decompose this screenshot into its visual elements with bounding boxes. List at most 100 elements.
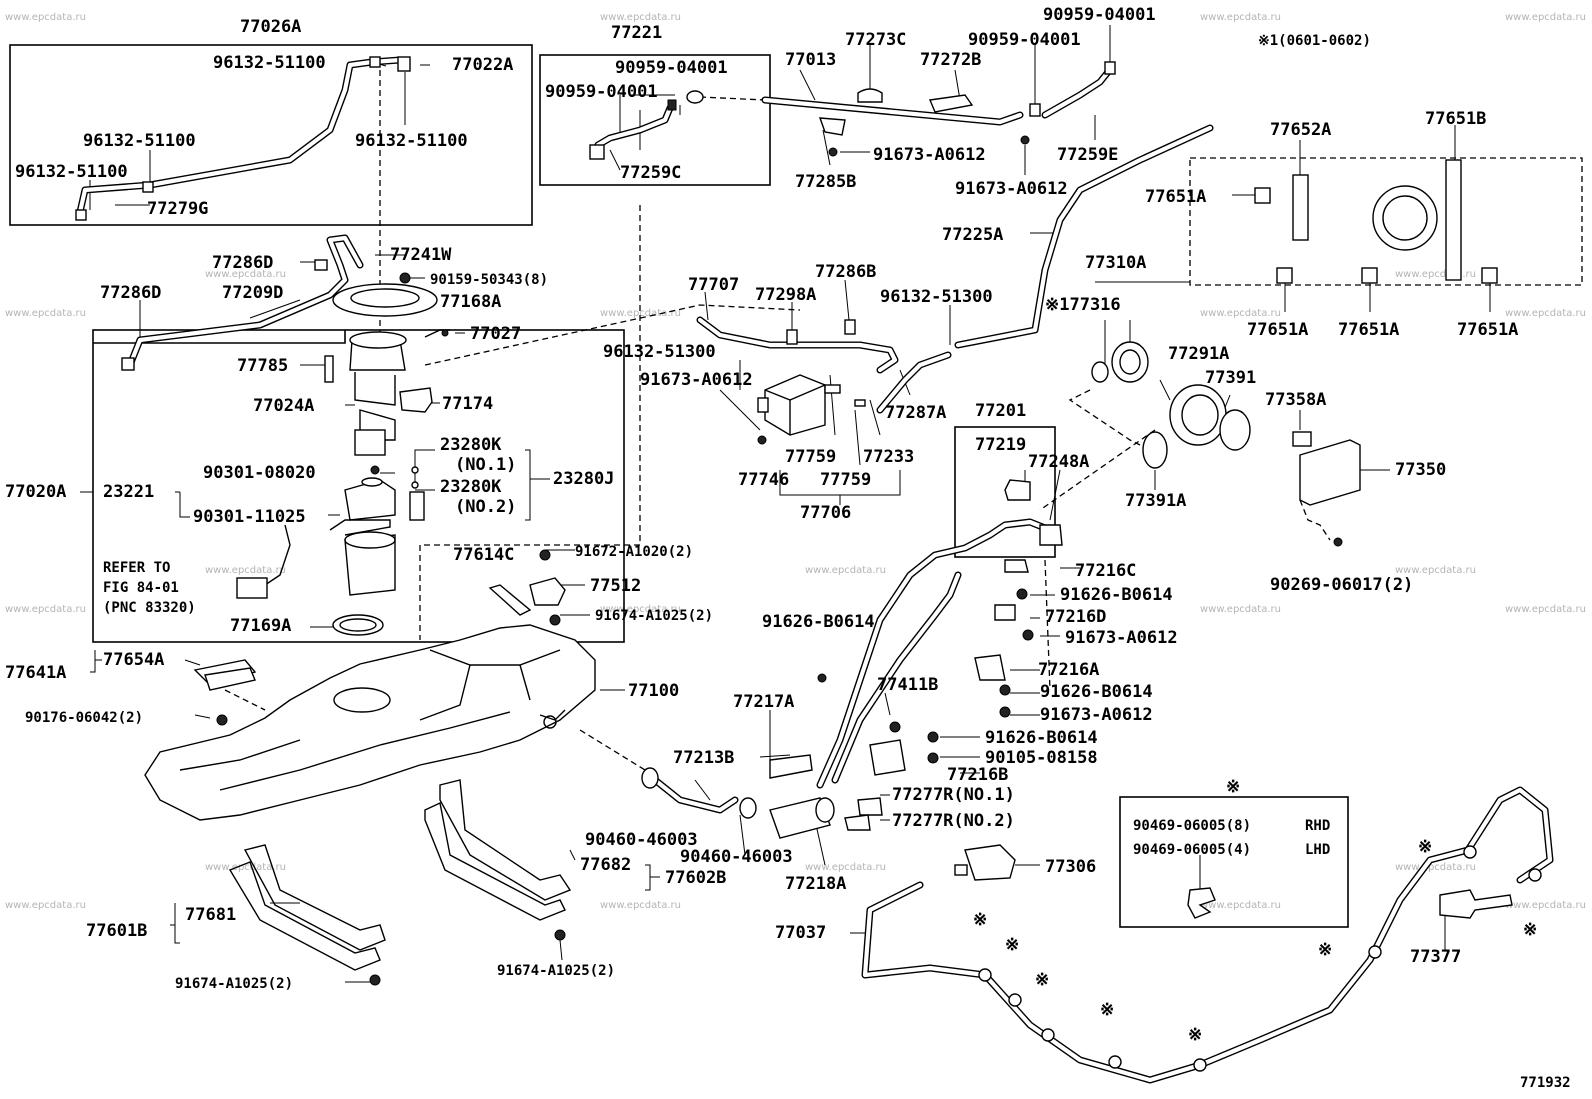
connector-77785 xyxy=(324,355,334,383)
label-part-number: 77746 xyxy=(738,470,789,490)
rhd-lhd-mark: ※ xyxy=(1226,777,1240,797)
label-part-number: (NO.2) xyxy=(455,497,516,517)
pad-77651A xyxy=(1254,187,1271,204)
label-part-number: 77218A xyxy=(785,874,846,894)
diagram-number: 771932 xyxy=(1520,1075,1571,1091)
cap-77316 xyxy=(1111,341,1149,383)
clamp xyxy=(1104,61,1116,75)
label-part-number: (NO.1) xyxy=(455,455,516,475)
label-part-number: 91673-A0612 xyxy=(1040,705,1153,725)
label-part-number: 77100 xyxy=(628,681,679,701)
label-part-number: 77759 xyxy=(785,447,836,467)
spring-77358A xyxy=(1292,431,1312,447)
label-part-number: 96132-51300 xyxy=(880,287,993,307)
label-part-number: 77651B xyxy=(1425,109,1486,129)
part-labels: 77026A 96132-51100 77022A 96132-51100 96… xyxy=(5,5,1518,992)
box-77221 xyxy=(539,54,771,186)
label-part-number: 77037 xyxy=(775,923,826,943)
fuel-door-77350 xyxy=(1299,439,1361,506)
clip-77286B xyxy=(844,319,856,335)
clamp-77219 xyxy=(1004,479,1031,501)
clip-90301-08020 xyxy=(370,465,380,475)
parts xyxy=(75,56,1554,1084)
label-part-number: 77654A xyxy=(103,650,164,670)
label-part-number: 77512 xyxy=(590,576,641,596)
strap-77602B xyxy=(439,779,572,901)
label-part-number: 77013 xyxy=(785,50,836,70)
label-part-number: 96132-51100 xyxy=(83,131,196,151)
bracket-77216C xyxy=(1004,559,1029,573)
cable-mark: ※ xyxy=(1418,837,1432,857)
clip xyxy=(369,56,381,68)
label-part-number: 77277R(NO.2) xyxy=(892,811,1015,831)
label-part-number: 96132-51100 xyxy=(213,53,326,73)
canister-77746 xyxy=(764,374,826,436)
cable-mark: ※ xyxy=(1035,970,1049,990)
label-part-number: 91672-A1020(2) xyxy=(575,544,693,560)
label-part-number: 77273C xyxy=(845,30,906,50)
watermark: www.epcdata.ru xyxy=(600,308,681,319)
footnote: ※1(0601-0602) xyxy=(1258,33,1371,49)
watermark: www.epcdata.ru xyxy=(1200,12,1281,23)
filter-23280K xyxy=(409,491,425,521)
label-part-number: 77259E xyxy=(1057,145,1118,165)
bracket-77216B xyxy=(869,739,906,776)
label-part-number: ※177316 xyxy=(1045,295,1121,315)
watermark: www.epcdata.ru xyxy=(1395,565,1476,576)
label-part-number: 77216A xyxy=(1038,660,1099,680)
refer-note-line: FIG 84-01 xyxy=(103,580,179,596)
label-part-number: 90460-46003 xyxy=(680,847,793,867)
lock-77377 xyxy=(1439,889,1513,919)
pad-77651A xyxy=(1276,267,1293,284)
label-part-number: 90105-08158 xyxy=(985,748,1098,768)
label-part-number: 77785 xyxy=(237,356,288,376)
label-part-number: 91674-A1025(2) xyxy=(175,976,293,992)
cable-mark: ※ xyxy=(1188,1025,1202,1045)
label-part-number: 77286B xyxy=(815,262,876,282)
label-part-number: 77217A xyxy=(733,692,794,712)
bracket-77217A xyxy=(769,754,813,779)
bracket-77512 xyxy=(529,577,566,606)
clip xyxy=(75,209,87,221)
leader-lines xyxy=(80,25,1491,983)
watermark: www.epcdata.ru xyxy=(1200,900,1281,911)
label-part-number: 90269-06017(2) xyxy=(1270,575,1413,595)
watermark: www.epcdata.ru xyxy=(1395,269,1476,280)
label-part-number: 90959-04001 xyxy=(968,30,1081,50)
valve xyxy=(589,144,605,160)
label-part-number: 77219 xyxy=(975,435,1026,455)
actuator-77306 xyxy=(964,844,1016,881)
valve xyxy=(686,90,704,104)
label-part-number: 77298A xyxy=(755,285,816,305)
label-part-number: 90159-50343(8) xyxy=(430,272,548,288)
label-part-number: 77377 xyxy=(1410,947,1461,967)
cable-mark: ※ xyxy=(1318,940,1332,960)
label-part-number: 77286D xyxy=(212,253,273,273)
label-part-number: 91626-B0614 xyxy=(1040,682,1153,702)
label-part-number: 90959-04001 xyxy=(615,58,728,78)
label-part-number: 77216B xyxy=(947,765,1008,785)
watermark: www.epcdata.ru xyxy=(5,308,86,319)
label-part-number: 77169A xyxy=(230,616,291,636)
watermark: www.epcdata.ru xyxy=(805,862,886,873)
label-part-number: 90176-06042(2) xyxy=(25,710,143,726)
pad-77651A xyxy=(1481,267,1498,284)
clamp xyxy=(1029,103,1041,117)
clip xyxy=(397,56,411,72)
bracket-77216D xyxy=(994,604,1016,621)
label-part-number: 77391 xyxy=(1205,368,1256,388)
cable-mark: ※ xyxy=(1100,1000,1114,1020)
label-part-number: 77291A xyxy=(1168,344,1229,364)
label-part-number: 77641A xyxy=(5,663,66,683)
pad-77651B xyxy=(1445,159,1462,281)
label-part-number: 77279G xyxy=(147,199,208,219)
bracket-77285B xyxy=(818,117,846,136)
label-part-number: 91674-A1025(2) xyxy=(497,963,615,979)
notes: ※1(0601-0602) REFER TO FIG 84-01 (PNC 83… xyxy=(103,33,1571,1091)
label-part-number: 77168A xyxy=(440,292,501,312)
label-part-number: 77022A xyxy=(452,55,513,75)
label-part-number: 77602B xyxy=(665,868,726,888)
clamp-77277R xyxy=(857,797,883,816)
label-part-number: 77651A xyxy=(1145,187,1206,207)
